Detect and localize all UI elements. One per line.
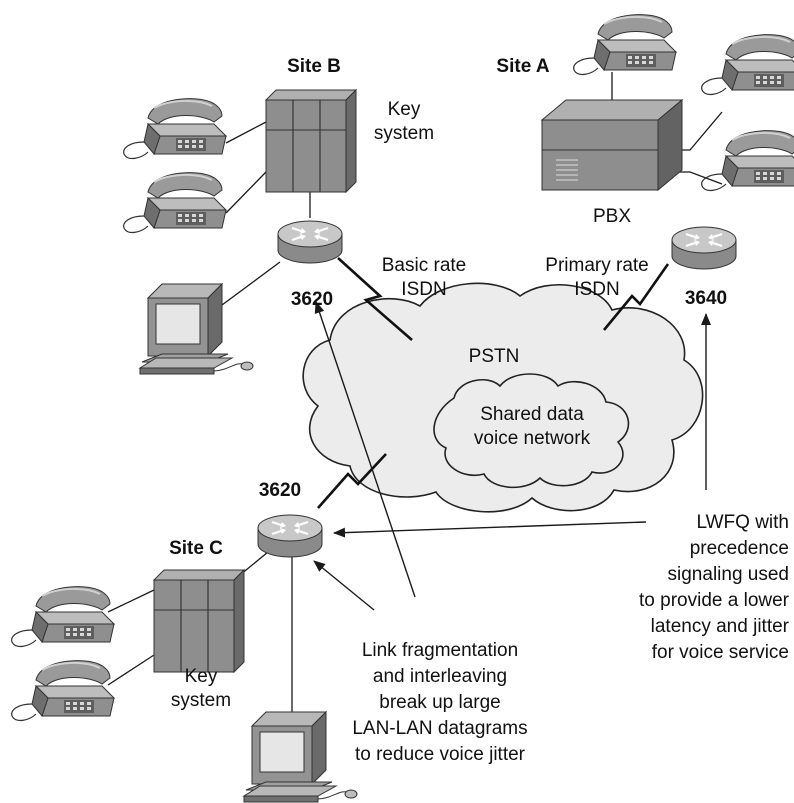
lwfq-note-line5: latency and jitter [651,616,790,637]
pbx-label: PBX [593,206,631,227]
lfi-note: Link fragmentation and interleaving brea… [352,640,527,765]
lwfq-note-line6: for voice service [652,642,789,663]
pbx-icon [540,98,684,192]
shared-network-label-line2: voice network [474,428,591,449]
lwfq-note-line3: signaling used [668,564,789,585]
site-a-label: Site A [496,56,549,77]
telephone-icon [572,13,677,76]
lfi-note-line4: LAN-LAN datagrams [352,718,527,739]
annotation-arrows [313,301,711,611]
lfi-note-line2: and interleaving [373,666,507,687]
key-system-c-icon [153,569,245,673]
lfi-note-line3: break up large [379,692,500,713]
shared-network-cloud [433,373,630,489]
telephone-icon [700,33,794,96]
lwfq-note-line2: precedence [690,538,789,559]
router-a-icon [670,225,738,271]
arrow-lfi-to-router-b [314,301,416,598]
key-system-c-label-line1: Key [185,666,218,687]
site-b-label: Site B [287,56,341,77]
router-a-model: 3640 [685,288,727,309]
telephone-icon [10,659,115,722]
telephone-icon [122,171,227,234]
arrow-lfi-to-router-c [313,560,375,611]
computer-c-icon [243,711,358,803]
basic-rate-label-line2: ISDN [401,279,446,300]
primary-rate-label-line2: ISDN [574,279,619,300]
router-b-icon [276,219,344,265]
primary-rate-label-line1: Primary rate [545,255,648,276]
router-c-model: 3620 [259,480,301,501]
shared-network-label-line1: Shared data [480,404,584,425]
basic-rate-label-line1: Basic rate [382,255,466,276]
lwfq-note: LWFQ with precedence signaling used to p… [639,512,790,663]
key-system-b-icon [265,89,357,193]
link-pc-b-router [221,261,281,306]
link-phone-b1-keysystem [225,121,267,144]
key-system-c-label-line2: system [171,690,231,711]
lwfq-note-line4: to provide a lower [639,590,790,611]
isdn-pri-link-a [602,263,670,331]
telephone-icon [10,585,115,648]
site-c-label: Site C [169,538,223,559]
isdn-bri-link-b [337,257,413,341]
pstn-label: PSTN [469,346,520,367]
lfi-note-line5: to reduce voice jitter [355,744,526,765]
lwfq-note-line1: LWFQ with [696,512,789,533]
router-b-model: 3620 [291,289,333,310]
link-keysystem-router-c [239,551,269,576]
telephone-icon [122,97,227,160]
arrow-lwfq-to-router-c [333,521,647,538]
router-c-icon [256,513,324,559]
link-phone-c2-keysystem [107,654,155,686]
link-phone-c1-keysystem [107,589,155,613]
key-system-b-label-line2: system [374,123,434,144]
link-phone-b2-keysystem [225,171,267,214]
lfi-note-line1: Link fragmentation [362,640,518,661]
computer-b-icon [139,283,254,375]
key-system-b-label-line1: Key [388,99,421,120]
